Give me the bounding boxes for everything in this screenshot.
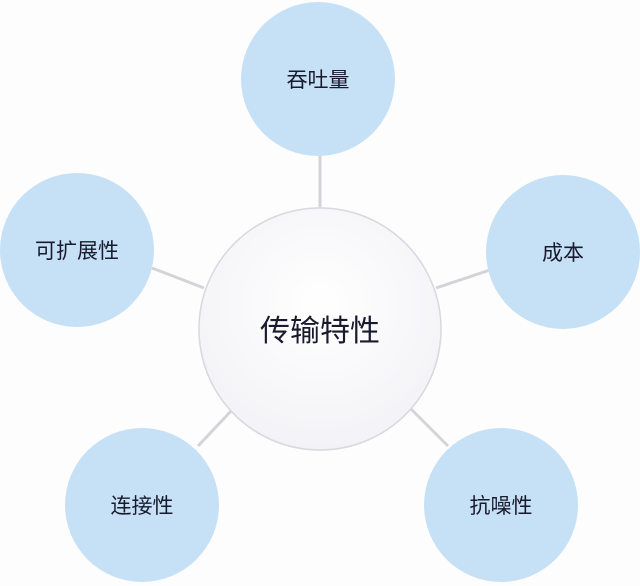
center-label: 传输特性 <box>260 314 380 349</box>
node-connectivity: 连接性 <box>65 428 219 582</box>
connector-scalability <box>151 266 205 290</box>
node-label: 连接性 <box>111 494 174 518</box>
node-noise-resistance: 抗噪性 <box>424 428 578 582</box>
node-throughput: 吞吐量 <box>241 2 395 156</box>
connector-connectivity <box>196 408 234 448</box>
node-label: 抗噪性 <box>470 494 533 518</box>
node-label: 可扩展性 <box>35 239 119 263</box>
node-scalability: 可扩展性 <box>0 173 154 327</box>
center-node: 传输特性 <box>198 207 442 451</box>
node-label: 成本 <box>542 241 584 265</box>
connector-noise <box>408 406 450 448</box>
node-cost: 成本 <box>486 175 640 329</box>
node-label: 吞吐量 <box>287 68 350 92</box>
connector-cost <box>435 268 491 290</box>
